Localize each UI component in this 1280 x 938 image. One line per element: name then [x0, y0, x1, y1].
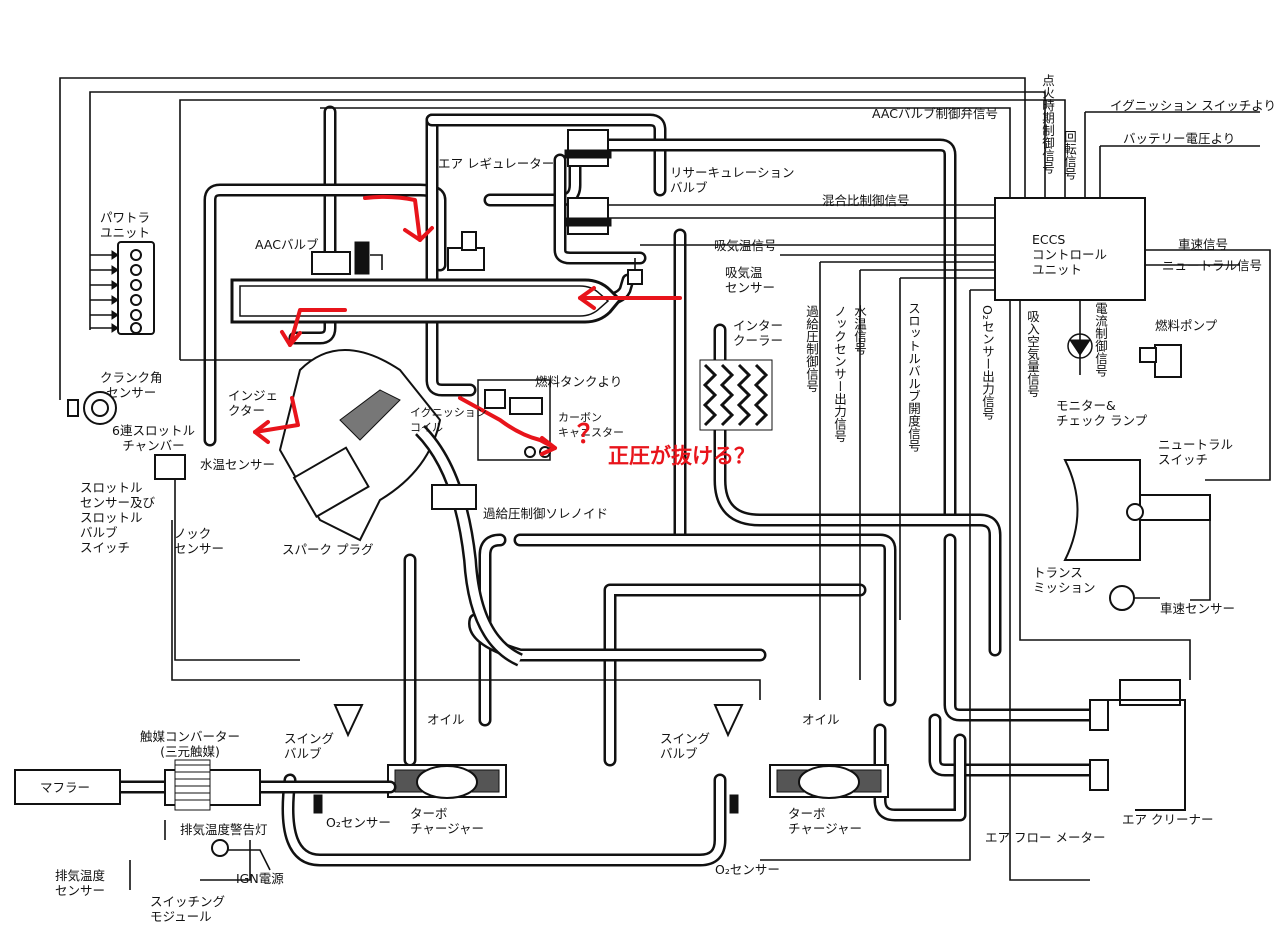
swing-valve-left-label: スイング バルブ [284, 731, 335, 761]
aac-valve-label: AACバルブ [255, 237, 319, 252]
knock-sensor-label: ノック センサー [174, 526, 225, 556]
fuel-pump-label: 燃料ポンプ [1155, 318, 1218, 333]
o2-sensor-left-label: O₂センサー [326, 815, 391, 830]
spark-plug-label: スパーク プラグ [282, 542, 374, 557]
ign-power-label: IGN電源 [236, 871, 284, 886]
boost-solenoid-body [431, 484, 477, 510]
boost-solenoid-label: 過給圧制御ソレノイド [483, 506, 609, 521]
carbon-canister [477, 379, 551, 461]
power-transistor-unit [90, 241, 155, 335]
air-regulator-body [447, 231, 485, 271]
air-cleaner-label: エア クリーナー [1122, 812, 1214, 827]
mixture-signal-label: 混合比制御信号 [822, 193, 910, 208]
throttle-sensor-label: スロットル センサー及び スロットル バルブ スイッチ [80, 480, 156, 555]
swing-valve-right-label: スイング バルブ [660, 731, 711, 761]
neutral-signal-label: ニュートラル信号 [1162, 258, 1263, 273]
signal-wires [59, 77, 1271, 890]
crank-angle-sensor [67, 391, 117, 425]
vehicle-speed-signal-label: 車速信号 [1178, 237, 1229, 252]
engine-cylinder [278, 349, 524, 667]
eccs-unit-label: ECCS コントロール ユニット [1032, 232, 1108, 277]
turbo-right-label: ターボ チャージャー [788, 806, 863, 836]
water-temp-signal-label: 水温信号 [852, 305, 867, 355]
airflow-signal-label: 吸入空気量信号 [1025, 310, 1040, 398]
recirculation-valves [564, 129, 612, 235]
speed-sensor-label: 車速センサー [1160, 601, 1236, 616]
battery-label: バッテリー電圧より [1123, 131, 1236, 146]
boost-signal-label: 過給圧制御信号 [804, 305, 819, 393]
air-flow-meter-label: エア フロー メーター [985, 830, 1106, 845]
annotation-text: 正圧が抜ける？ [608, 444, 755, 468]
oil-right-label: オイル [802, 712, 840, 727]
o2-output-label: O₂センサー出力信号 [980, 305, 995, 420]
current-signal-label: 電流制御信号 [1093, 302, 1108, 377]
monitor-lamp-body [1067, 300, 1093, 375]
transmission-body [1063, 459, 1211, 561]
oil-left-label: オイル [427, 712, 465, 727]
recirc-valve-label: リサーキュレーション バルブ [670, 165, 795, 195]
speed-sensor-body [1109, 585, 1160, 611]
collector [230, 278, 623, 324]
o2-sensor-right-label: O₂センサー [715, 862, 780, 877]
switching-module-label: スイッチング モジュール [150, 894, 226, 924]
exhaust-line [14, 759, 397, 857]
air-cleaner-body [1089, 679, 1186, 811]
fuel-pump-body [1139, 344, 1182, 378]
canister-label: カーボン キャニスター [558, 411, 624, 439]
catalyst-label: 触媒コンバーター (三元触媒) [140, 729, 241, 759]
exhaust-warning-label: 排気温度警告灯 [180, 822, 268, 837]
rpm-signal-label: 回転信号 [1062, 130, 1077, 180]
o2-sensor-bodies [313, 794, 739, 814]
throttle-chamber-label: 6連スロットル チャンバー [112, 423, 195, 453]
throttle-signal-label: スロットルバルブ開度信号 [906, 302, 921, 452]
from-fuel-tank-label: 燃料タンクより [535, 374, 623, 389]
ignition-timing-label: 点火時期制御信号 [1040, 74, 1055, 174]
injector-label: インジェ クター [228, 388, 279, 418]
ignition-coil-label: イグニッション コイル [410, 406, 487, 434]
crank-sensor-label: クランク角 センサー [100, 370, 163, 400]
swing-valves [333, 704, 744, 738]
exhaust-temp-sensor-label: 排気温度 センサー [55, 868, 106, 898]
intake-temp-signal-label: 吸気温信号 [714, 238, 777, 253]
eccs-unit-box [994, 197, 1146, 301]
intercooler-core [699, 359, 773, 431]
intercooler-label: インター クーラー [733, 318, 784, 348]
air-regulator-label: エア レギュレーター [438, 156, 555, 171]
knock-output-label: ノックセンサー出力信号 [832, 305, 847, 443]
neutral-switch-label: ニュートラル スイッチ [1158, 437, 1234, 467]
transmission-label: トランス ミッション [1033, 565, 1096, 595]
turbo-left [387, 764, 507, 799]
turbo-left-label: ターボ チャージャー [410, 806, 485, 836]
red-flow-arrows [253, 194, 682, 456]
water-temp-sensor-label: 水温センサー [200, 457, 276, 472]
turbo-right [769, 764, 889, 799]
muffler-label: マフラー [40, 780, 91, 795]
monitor-lamp-label: モニター& チェック ランプ [1056, 398, 1148, 428]
intake-temp-sensor-body [627, 258, 643, 285]
aac-signal-label: AACバルブ制御弁信号 [872, 106, 998, 121]
power-transistor-label: パワトラ ユニット [100, 210, 151, 240]
intake-temp-sensor-label: 吸気温 センサー [725, 265, 776, 295]
aac-valve-body [311, 241, 383, 275]
ignition-switch-label: イグニッション スイッチより [1110, 98, 1276, 113]
throttle-sensor-body [154, 454, 186, 480]
annotation-question-mark: ？ [577, 420, 604, 450]
